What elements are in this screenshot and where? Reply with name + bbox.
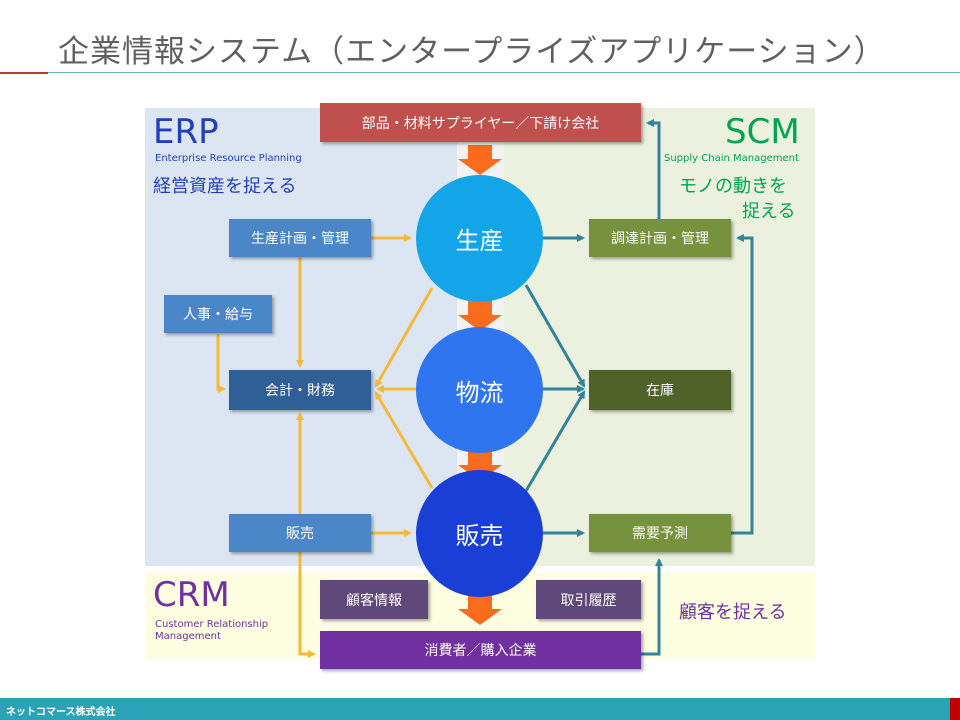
- arrow-salescircle-to-inventory: [524, 390, 586, 492]
- footer-accent: [950, 698, 960, 720]
- production-circle: 生産: [416, 175, 543, 302]
- accounting-box: 会計・財務: [229, 370, 371, 410]
- flow-arrow-production-logistics: [458, 300, 502, 331]
- crm-full-name-line1: Customer Relationship: [155, 619, 269, 630]
- sales-circle: 販売: [416, 470, 543, 597]
- arrow-salescircle-to-accounting: [374, 391, 434, 489]
- erp-full-name: Enterprise Resource Planning: [155, 153, 302, 164]
- arrow-procurement-to-supplier: [646, 119, 661, 219]
- supplier-box: 部品・材料サプライヤー／下請け会社: [320, 103, 641, 142]
- transaction-history-box: 取引履歴: [536, 580, 641, 619]
- logistics-circle: 物流: [416, 327, 543, 453]
- sales-box: 販売: [229, 514, 371, 552]
- arrow-sales-to-consumers: [298, 552, 316, 658]
- scm-full-name: Supply Chain Management: [664, 153, 799, 164]
- hr-box: 人事・給与: [164, 295, 272, 333]
- scm-label: SCM: [725, 112, 800, 152]
- arrow-consumers-to-forecast: [641, 558, 663, 656]
- flow-arrow-sales-consumers: [458, 595, 502, 625]
- crm-full-name-line2: Management: [155, 631, 221, 642]
- crm-tagline: 顧客を捉える: [679, 602, 787, 623]
- customer-info-box: 顧客情報: [320, 580, 428, 619]
- title-rule-accent: [0, 72, 48, 74]
- production-plan-box: 生産計画・管理: [229, 219, 371, 257]
- erp-label: ERP: [153, 112, 219, 152]
- demand-forecast-box: 需要予測: [589, 514, 731, 552]
- arrow-hr-to-accounting: [216, 334, 226, 393]
- footer-company: ネットコマース株式会社: [6, 707, 116, 718]
- consumers-box: 消費者／購入企業: [320, 631, 641, 669]
- page-title: 企業情報システム（エンタープライズアプリケーション）: [58, 34, 886, 70]
- scm-tagline-line2: 捉える: [742, 201, 796, 222]
- title-rule: [48, 72, 960, 73]
- arrow-forecast-to-procurement: [731, 234, 754, 535]
- arrow-production-to-inventory: [524, 284, 586, 388]
- flow-arrow-supplier-production: [458, 145, 502, 175]
- scm-tagline-line1: モノの動きを: [679, 176, 787, 197]
- footer-bar: [0, 698, 960, 720]
- arrow-production-to-accounting: [374, 287, 434, 388]
- inventory-box: 在庫: [589, 370, 731, 410]
- crm-label: CRM: [153, 575, 230, 615]
- erp-tagline: 経営資産を捉える: [153, 176, 297, 197]
- procurement-box: 調達計画・管理: [589, 219, 731, 257]
